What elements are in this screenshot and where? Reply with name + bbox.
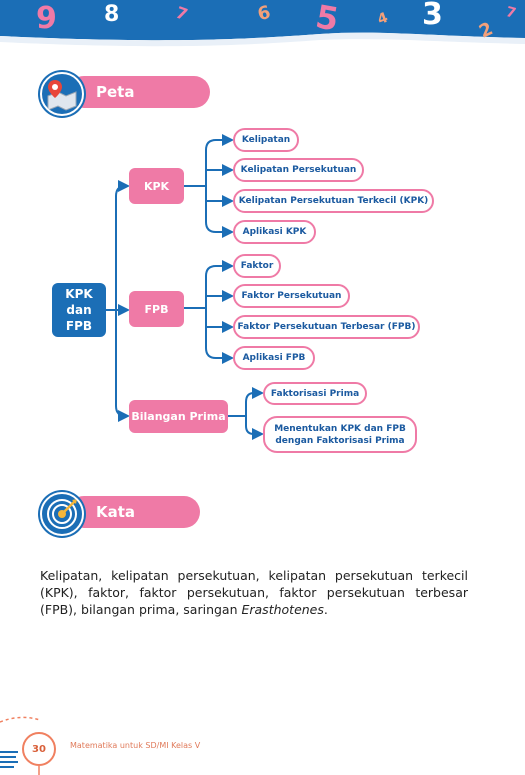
- banner-digit: 3: [422, 0, 443, 32]
- branch-kpk: KPK: [129, 168, 184, 204]
- branch-fpb: FPB: [129, 291, 184, 327]
- root-node: KPK dan FPB: [52, 283, 106, 337]
- leaf-node: Kelipatan Persekutuan Terkecil (KPK): [233, 189, 434, 213]
- branch-bilangan-prima: Bilangan Prima: [129, 400, 228, 433]
- keywords-heading: Kata Kunci: [40, 492, 200, 553]
- root-label-line: dan: [66, 303, 92, 317]
- leaf-node: Faktor: [233, 254, 281, 278]
- book-title: Matematika untuk SD/MI Kelas V: [70, 741, 201, 750]
- leaf-node: Kelipatan: [233, 128, 299, 152]
- keywords-title: Kata Kunci: [68, 496, 200, 553]
- top-banner: 9 8 7 6 5 4 3 2 7: [0, 0, 525, 50]
- keywords-text-italic: Erasthotenes: [241, 601, 324, 617]
- leaf-node: Menentukan KPK dan FPB dengan Faktorisas…: [263, 416, 417, 453]
- root-label-line: FPB: [65, 319, 93, 333]
- concept-map-connectors: [106, 134, 264, 440]
- keywords-text-main: Kelipatan, kelipatan persekutuan, kelipa…: [40, 567, 468, 617]
- page-number: 30: [22, 732, 56, 766]
- leaf-node: Faktor Persekutuan Terbesar (FPB): [233, 315, 420, 339]
- keywords-paragraph: Kelipatan, kelipatan persekutuan, kelipa…: [40, 567, 468, 618]
- keywords-text-end: .: [323, 601, 328, 617]
- leaf-node: Aplikasi FPB: [233, 346, 315, 370]
- leaf-node: Aplikasi KPK: [233, 220, 316, 244]
- concept-map-title: Peta Konsep: [68, 76, 210, 133]
- banner-wave: [0, 0, 525, 47]
- leaf-node: Faktor Persekutuan: [233, 284, 350, 308]
- banner-digit: 9: [36, 1, 57, 36]
- leaf-node: Kelipatan Persekutuan: [233, 158, 364, 182]
- target-icon: [40, 492, 84, 536]
- concept-map-heading: Peta Konsep: [40, 72, 210, 133]
- root-label-line: KPK: [65, 287, 93, 301]
- banner-digit: 8: [104, 2, 120, 27]
- map-pin-icon: [40, 72, 84, 116]
- leaf-node: Faktorisasi Prima: [263, 382, 367, 405]
